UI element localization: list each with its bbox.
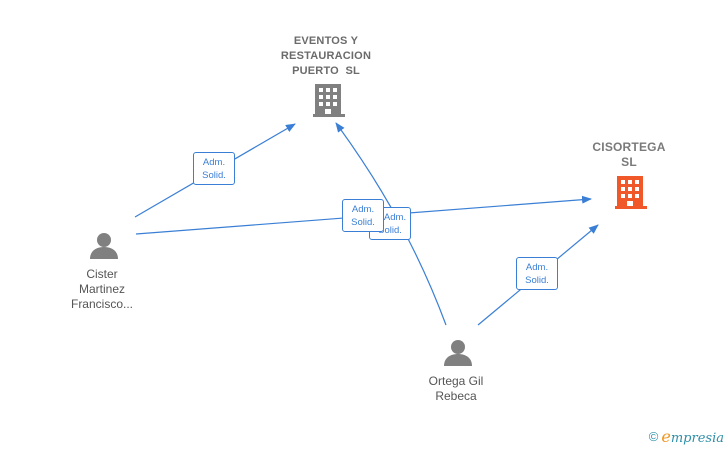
building-icon[interactable] bbox=[313, 84, 345, 117]
company-name-line: RESTAURACION bbox=[280, 50, 372, 62]
relation-role: Adm. bbox=[525, 262, 549, 273]
person-name-line: Rebeca bbox=[435, 389, 477, 403]
relation-role: Adm. bbox=[202, 157, 226, 168]
building-icon[interactable] bbox=[615, 176, 647, 209]
company-name-line: PUERTO SL bbox=[292, 65, 360, 77]
copyright-symbol: © bbox=[648, 429, 659, 444]
relation-label-cister-cisortega[interactable]: Adm. Solid. bbox=[342, 199, 384, 232]
relation-label-ortega-cisortega[interactable]: Adm. Solid. bbox=[516, 257, 558, 290]
relation-role-type: Solid. bbox=[351, 217, 375, 228]
relation-role-type: Solid. bbox=[378, 225, 402, 236]
company-name-line: SL bbox=[621, 155, 637, 169]
relation-label-cister-eventos[interactable]: Adm. Solid. bbox=[193, 152, 235, 185]
person-name-line: Martinez bbox=[78, 282, 125, 296]
person-name-ortega[interactable]: Ortega Gil Rebeca bbox=[406, 374, 506, 404]
footer-brand: © empresia bbox=[649, 427, 724, 446]
company-name-line: CISORTEGA bbox=[592, 140, 666, 154]
person-icon[interactable] bbox=[444, 340, 472, 366]
company-name-cisortega[interactable]: CISORTEGA SL bbox=[578, 140, 680, 170]
person-name-line: Cister bbox=[86, 267, 118, 281]
relation-role-type: Solid. bbox=[202, 170, 226, 181]
company-name-eventos[interactable]: EVENTOS Y RESTAURACION PUERTO SL bbox=[266, 34, 386, 79]
person-name-cister[interactable]: Cister Martinez Francisco... bbox=[52, 267, 152, 312]
person-icon[interactable] bbox=[90, 233, 118, 259]
relation-role-type: Solid. bbox=[525, 275, 549, 286]
company-name-line: EVENTOS Y bbox=[293, 35, 359, 47]
relation-role: Adm. bbox=[383, 212, 407, 223]
person-name-line: Francisco... bbox=[70, 297, 133, 311]
person-name-line: Ortega Gil bbox=[428, 374, 484, 388]
relation-role: Adm. bbox=[351, 204, 375, 215]
empresia-logo[interactable]: empresia bbox=[661, 427, 724, 446]
